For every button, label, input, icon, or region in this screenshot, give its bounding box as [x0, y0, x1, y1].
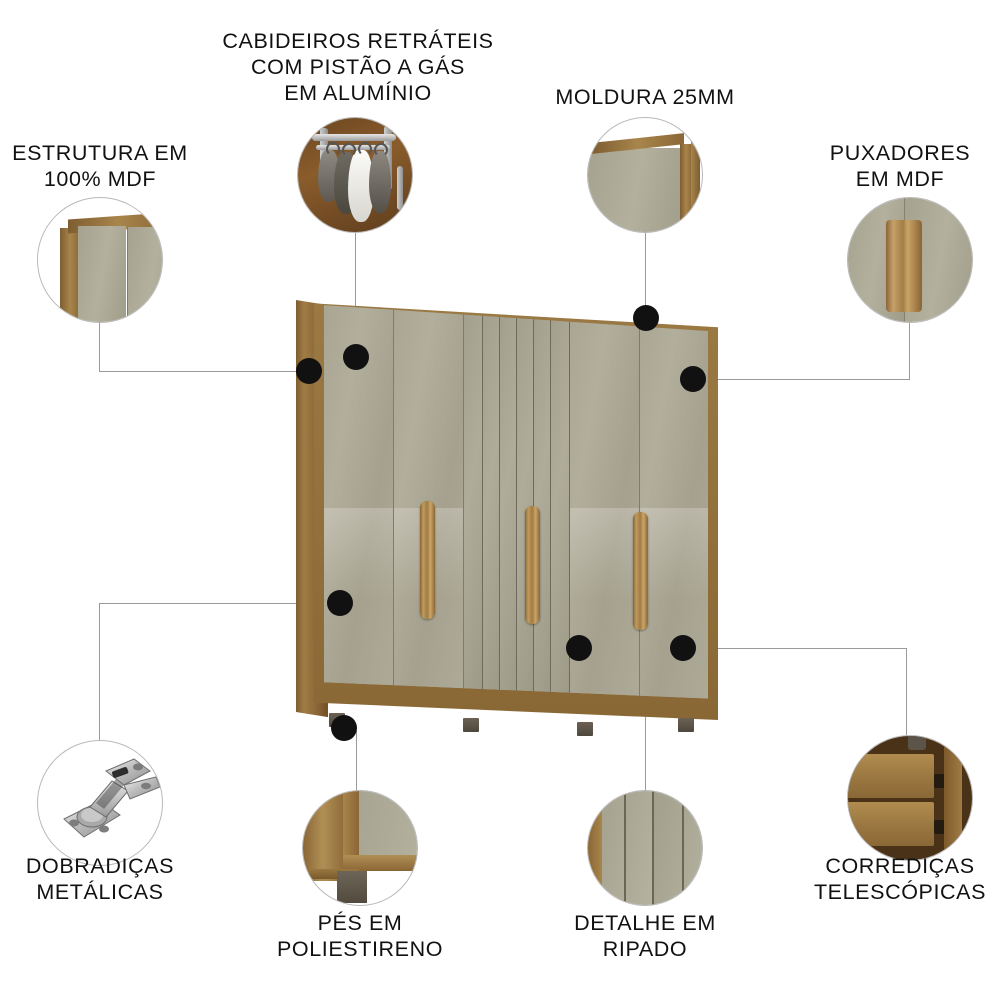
corredicas-drawer-top — [848, 754, 934, 798]
corredicas-cabinet-side-icon — [944, 736, 962, 860]
hanger-hook-1-icon — [326, 142, 340, 156]
callout-circle-moldura — [587, 117, 703, 233]
hanger-hook-2-icon — [342, 143, 356, 157]
pes-door-face-icon — [359, 791, 417, 857]
wardrobe-slat-5 — [534, 305, 551, 699]
callout-label-puxadores: PUXADORES EM MDF — [829, 141, 971, 192]
corredicas-drawer-bottom — [848, 802, 934, 846]
metal-hinge-icon — [63, 758, 161, 838]
wardrobe-door-2 — [394, 305, 464, 699]
callout-label-ripado: DETALHE EM RIPADO — [574, 911, 716, 962]
connector-puxadores-horizontal — [700, 379, 910, 380]
wardrobe-slat-6 — [551, 305, 570, 699]
wardrobe-handle-1 — [420, 501, 435, 619]
wardrobe-handle-2 — [525, 506, 540, 624]
moldura-right-edge-icon — [680, 144, 692, 232]
callout-circle-pes — [302, 790, 418, 906]
structure-wood-edge-icon — [60, 228, 80, 322]
wood-handle-icon — [886, 220, 922, 312]
callout-dot-pes — [331, 715, 357, 741]
pes-front-frame-icon — [343, 791, 359, 871]
connector-corredicas-vertical — [906, 648, 907, 753]
ripado-slat-1 — [602, 791, 626, 905]
hanger-garment-4 — [369, 151, 391, 213]
wardrobe-foot-4 — [678, 718, 694, 732]
connector-dobradicas-vertical — [99, 603, 100, 748]
pes-bottom-rail-icon — [343, 855, 417, 871]
hanger-hook-4-icon — [374, 143, 388, 157]
moldura-door-face-icon — [588, 148, 684, 232]
wardrobe-door-5 — [570, 305, 640, 699]
moldura-outer-edge-icon — [691, 140, 700, 218]
connector-corredicas-horizontal — [690, 648, 907, 649]
connector-ripado-vertical — [645, 650, 646, 793]
wardrobe-foot-2 — [463, 718, 479, 732]
ripado-slat-3 — [654, 791, 684, 905]
callout-label-cabideiros: CABIDEIROS RETRÁTEIS COM PISTÃO A GÁS EM… — [222, 29, 494, 106]
callout-dot-corredicas — [670, 635, 696, 661]
callout-circle-cabideiros — [297, 117, 413, 233]
connector-estrutura-vertical — [99, 322, 100, 372]
hanger-rail-icon — [312, 134, 396, 141]
hanger-post-right-icon — [384, 126, 392, 190]
wardrobe-slat-2 — [483, 305, 500, 699]
callout-label-dobradicas: DOBRADIÇAS METÁLICAS — [25, 854, 175, 905]
corredicas-foot-icon — [908, 736, 926, 750]
ripado-slat-4 — [684, 791, 702, 905]
callout-dot-ripado — [566, 635, 592, 661]
hanger-hook-3-icon — [358, 142, 372, 156]
wardrobe-doors — [324, 305, 708, 699]
wardrobe-foot-3 — [577, 722, 593, 736]
connector-pes-vertical — [356, 731, 357, 793]
connector-estrutura-horizontal — [99, 371, 314, 372]
hanger-gas-piston-icon — [397, 166, 403, 210]
callout-dot-puxadores — [680, 366, 706, 392]
pes-side-panel-icon — [303, 791, 343, 881]
polystyrene-foot-icon — [337, 871, 367, 903]
wardrobe-door-1 — [324, 305, 394, 699]
callout-dot-estrutura — [296, 358, 322, 384]
callout-label-moldura: MOLDURA 25MM — [555, 85, 735, 109]
callout-label-corredicas: CORREDIÇAS TELESCÓPICAS — [813, 854, 987, 905]
structure-door-panel-icon — [78, 226, 126, 322]
connector-cabideiros-vertical — [355, 232, 356, 357]
callout-dot-dobradicas — [327, 590, 353, 616]
pes-base-icon — [303, 869, 359, 879]
connector-dobradicas-horizontal — [99, 603, 339, 604]
ripado-slat-2 — [626, 791, 654, 905]
callout-circle-estrutura — [37, 197, 163, 323]
connector-moldura-vertical — [645, 232, 646, 320]
wardrobe-slat-3 — [500, 305, 517, 699]
ripado-wood-edge-icon — [588, 791, 602, 905]
callout-circle-corredicas — [847, 735, 973, 861]
structure-door-panel-2-icon — [127, 227, 162, 322]
callout-label-estrutura: ESTRUTURA EM 100% MDF — [12, 141, 188, 192]
wardrobe-handle-3 — [633, 512, 648, 630]
wardrobe-slat-4 — [517, 305, 534, 699]
callout-dot-moldura — [633, 305, 659, 331]
connector-puxadores-vertical — [909, 322, 910, 380]
callout-label-pes: PÉS EM POLIESTIRENO — [276, 911, 444, 962]
wardrobe-slat-1 — [464, 305, 483, 699]
callout-dot-cabideiros — [343, 344, 369, 370]
callout-circle-ripado — [587, 790, 703, 906]
callout-circle-dobradicas — [37, 740, 163, 866]
callout-circle-puxadores — [847, 197, 973, 323]
